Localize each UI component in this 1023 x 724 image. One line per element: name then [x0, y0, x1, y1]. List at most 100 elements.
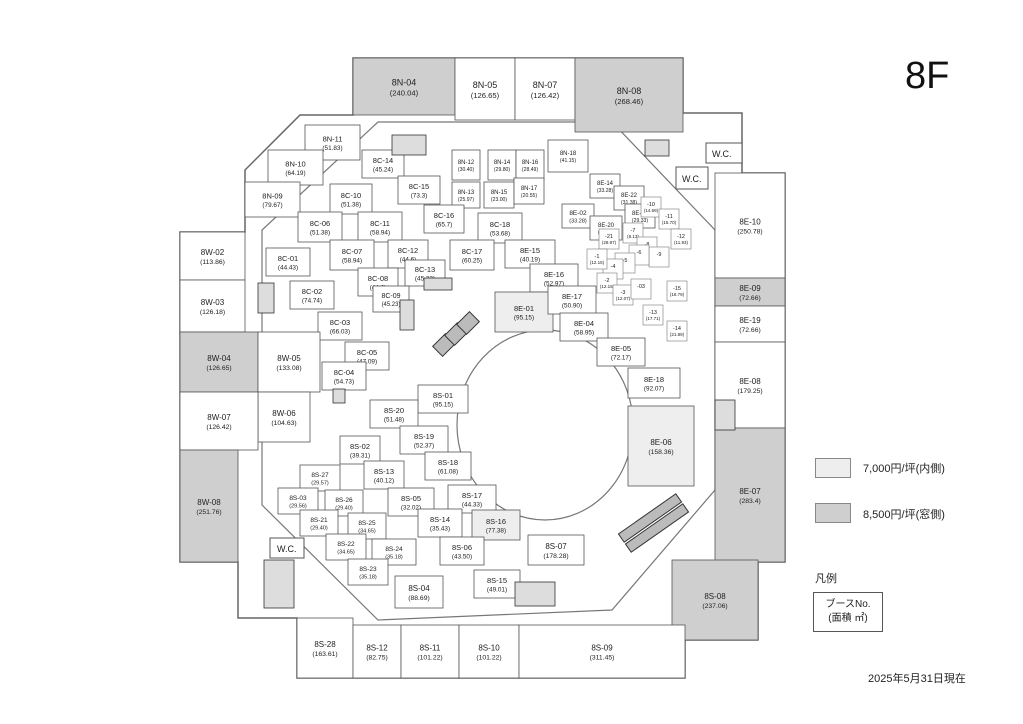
booth-shape: [714, 427, 786, 563]
booth-8s-07[interactable]: 8S-07(178.28): [527, 534, 585, 566]
booth-8s-23[interactable]: 8S-23(35.18): [347, 558, 389, 586]
booth-8n-08[interactable]: 8N-08(268.46): [574, 57, 684, 133]
booth-8c-04[interactable]: 8C-04(54.73): [321, 361, 367, 391]
booth-8e-06[interactable]: 8E-06(158.36): [627, 405, 695, 487]
booth-8w-03[interactable]: 8W-03(126.18): [179, 279, 246, 333]
booth-8s-11[interactable]: 8S-11(101.22): [400, 624, 460, 679]
booth-8n-05[interactable]: 8N-05(126.65): [454, 57, 516, 121]
booth-8s-22[interactable]: 8S-22(34.65): [325, 533, 367, 561]
booth-8e-18[interactable]: 8E-18(92.07): [627, 367, 681, 399]
booth-8c-11[interactable]: 8C-11(58.94): [357, 211, 403, 243]
booth-8s-27[interactable]: 8S-27(29.57): [299, 464, 341, 492]
booth-8e-15[interactable]: 8E-15(40.19): [504, 239, 556, 269]
booth-8s-02[interactable]: 8S-02(39.31): [339, 435, 381, 465]
booth-8c-10[interactable]: 8C-10(51.38): [329, 183, 373, 215]
small-booth[interactable]: -9: [648, 246, 670, 268]
booth-8s-01[interactable]: 8S-01(95.15): [417, 384, 469, 414]
booth-8s-15[interactable]: 8S-15(49.01): [473, 569, 521, 599]
booth-8n-07[interactable]: 8N-07(126.42): [514, 57, 576, 121]
booth-8n-13[interactable]: 8N-13(25.97): [451, 181, 481, 209]
booth-8c-15[interactable]: 8C-15(73.3): [397, 175, 441, 205]
booth-8e-17[interactable]: 8E-17(50.90): [547, 285, 597, 315]
small-booth-shape: [642, 304, 664, 326]
booth-shape: [451, 149, 481, 181]
booth-8s-04[interactable]: 8S-04(88.69): [394, 575, 444, 609]
booth-8e-01[interactable]: 8E-01(95.15): [494, 291, 554, 333]
booth-8e-19[interactable]: 8E-19(72.66): [714, 305, 786, 343]
booth-area: (240.04): [390, 89, 419, 98]
small-booth-label: -13: [649, 310, 657, 316]
booth-8n-04[interactable]: 8N-04(240.04): [352, 57, 456, 116]
booth-id: 8S-18: [438, 458, 458, 467]
booth-8e-05[interactable]: 8E-05(72.17): [596, 337, 646, 367]
booth-8c-03[interactable]: 8C-03(66.03): [317, 311, 363, 341]
booth-8c-17[interactable]: 8C-17(60.25): [449, 239, 495, 271]
small-booth[interactable]: -21(28.97): [598, 228, 620, 250]
booth-shape: [317, 311, 363, 341]
booth-area: (51.38): [310, 230, 330, 237]
booth-area: (34.65): [358, 529, 376, 535]
booth-8w-02[interactable]: 8W-02(113.86): [179, 231, 246, 281]
booth-8w-05[interactable]: 8W-05(133.08): [257, 331, 321, 393]
booth-id: 8E-20: [598, 223, 615, 229]
booth-8n-12[interactable]: 8N-12(30.40): [451, 149, 481, 181]
booth-8c-18[interactable]: 8C-18(53.68): [477, 212, 523, 244]
booth-8n-18[interactable]: 8N-18(41.15): [547, 139, 589, 173]
booth-8e-04[interactable]: 8E-04(58.95): [559, 312, 609, 342]
booth-8s-18[interactable]: 8S-18(61.08): [424, 451, 472, 481]
booth-8c-01[interactable]: 8C-01(44.43): [265, 247, 311, 277]
booth-8s-08[interactable]: 8S-08(237.06): [671, 559, 759, 641]
booth-8s-09[interactable]: 8S-09(311.45): [518, 624, 686, 679]
booth-area: (29.57): [311, 481, 329, 487]
legend-key-line1: ブースNo.: [825, 599, 871, 610]
booth-shape: [477, 212, 523, 244]
booth-shape: [299, 464, 341, 492]
small-booth-label: -3: [621, 290, 626, 296]
booth-8n-10[interactable]: 8N-10(64.19): [267, 149, 324, 186]
small-booth[interactable]: -3(12.07): [612, 284, 634, 306]
small-booth[interactable]: -1(12.15): [586, 248, 608, 270]
booth-8c-06[interactable]: 8C-06(51.38): [297, 211, 343, 243]
booth-area: (126.42): [531, 91, 560, 100]
booth-8n-16[interactable]: 8N-16(28.49): [515, 149, 545, 181]
booth-area: (88.69): [408, 595, 430, 602]
booth-8c-16[interactable]: 8C-16(65.7): [423, 204, 465, 234]
booth-8w-06[interactable]: 8W-06(104.63): [257, 391, 311, 443]
booth-8s-13[interactable]: 8S-13(40.12): [363, 460, 405, 490]
booth-8w-08[interactable]: 8W-08(251.76): [179, 449, 239, 563]
booth-8e-07[interactable]: 8E-07(283.4): [714, 427, 786, 563]
small-booth[interactable]: -11(15.70): [658, 208, 680, 230]
small-booth[interactable]: -2(12.15): [596, 272, 618, 294]
booth-8n-09[interactable]: 8N-09(79.67): [244, 181, 301, 218]
booth-area: (73.3): [411, 193, 428, 200]
booth-8n-15[interactable]: 8N-15(23.00): [483, 181, 515, 209]
booth-8n-14[interactable]: 8N-14(29.80): [487, 149, 517, 181]
small-booth[interactable]: -13(17.71): [642, 304, 664, 326]
booth-8c-02[interactable]: 8C-02(74.74): [289, 280, 335, 310]
small-booth[interactable]: -14(21.89): [666, 320, 688, 342]
booth-id: 8S-12: [366, 644, 388, 653]
booth-8s-10[interactable]: 8S-10(101.22): [458, 624, 520, 679]
small-booth[interactable]: -10(14.69): [640, 196, 662, 218]
booth-8e-10[interactable]: 8E-10(250.78): [714, 172, 786, 279]
booth-8e-09[interactable]: 8E-09(72.66): [714, 277, 786, 307]
booth-id: 8N-17: [521, 186, 538, 192]
booth-8s-20[interactable]: 8S-20(51.48): [369, 399, 419, 429]
booth-8s-16[interactable]: 8S-16(77.38): [471, 509, 521, 541]
small-booth[interactable]: -12(11.93): [670, 228, 692, 250]
small-booth[interactable]: -03: [630, 278, 652, 300]
booth-8s-06[interactable]: 8S-06(43.50): [439, 536, 485, 566]
booth-8s-19[interactable]: 8S-19(52.37): [399, 425, 449, 455]
booth-8s-28[interactable]: 8S-28(163.61): [296, 617, 354, 679]
booth-8n-17[interactable]: 8N-17(20.55): [513, 177, 545, 205]
small-booth[interactable]: -15(18.79): [666, 280, 688, 302]
booth-8e-02[interactable]: 8E-02(33.28): [561, 203, 595, 229]
booth-8s-21[interactable]: 8S-21(29.40): [299, 509, 339, 537]
booth-8s-12[interactable]: 8S-12(82.75): [352, 624, 402, 679]
floor-title: 8F: [905, 55, 950, 97]
booth-8s-14[interactable]: 8S-14(35.43): [417, 508, 463, 538]
booth-8c-07[interactable]: 8C-07(58.94): [329, 239, 375, 271]
booth-8c-14[interactable]: 8C-14(45.24): [361, 149, 405, 179]
booth-8w-04[interactable]: 8W-04(126.65): [179, 331, 259, 393]
booth-8w-07[interactable]: 8W-07(126.42): [179, 391, 259, 451]
